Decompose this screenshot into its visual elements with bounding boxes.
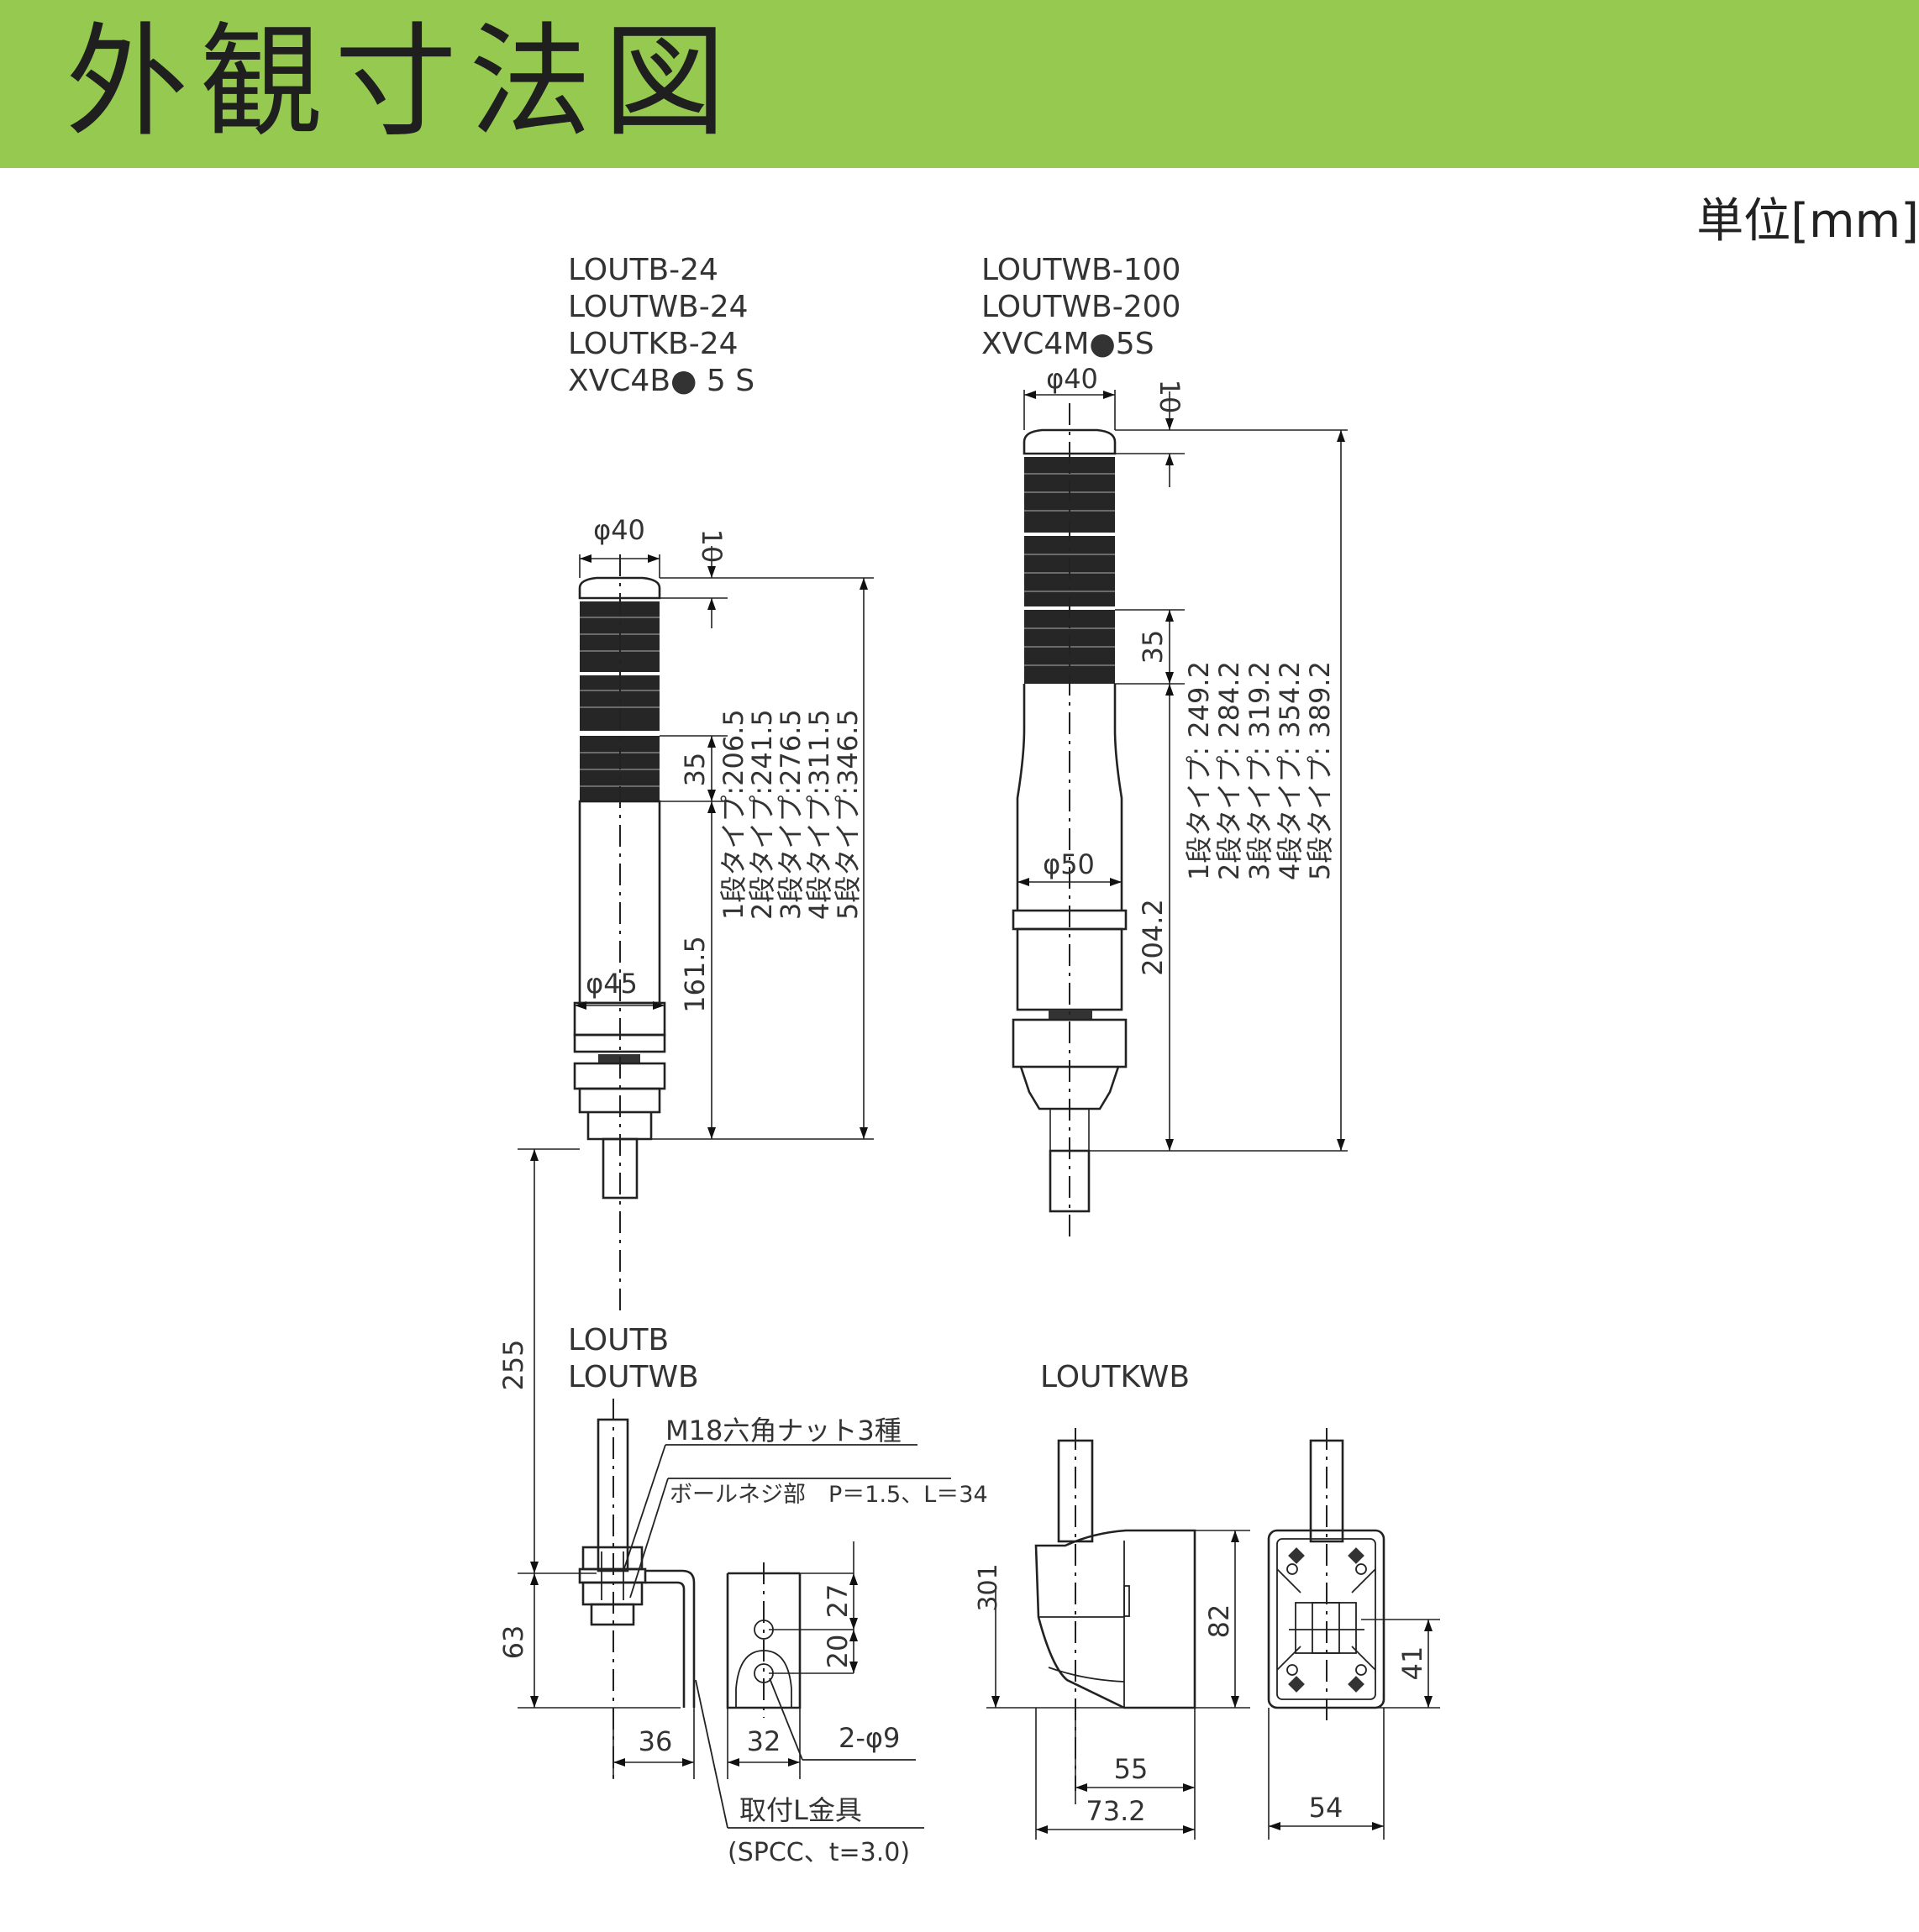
- left-height-3: 3段タイプ:276.5: [775, 709, 807, 920]
- right-dim-body-dia: φ50: [1043, 848, 1095, 880]
- unit-label: 単位[mm]: [1696, 194, 1919, 249]
- left-height-2: 2段タイプ:241.5: [746, 709, 778, 920]
- right-dim-body-h: 204.2: [1137, 899, 1169, 976]
- right-model-2: LOUTWB-200: [981, 290, 1180, 324]
- page-title: 外観寸法図: [66, 11, 738, 154]
- mount-kwb-dim-overall-depth: 73.2: [1086, 1795, 1145, 1827]
- mount-kwb-dim-height: 82: [1203, 1604, 1235, 1639]
- mount-b-dim-pole: 255: [497, 1339, 529, 1390]
- mount-b-dim-holes: 2-φ9: [839, 1722, 900, 1754]
- right-model-3: XVC4M●5S: [981, 327, 1154, 361]
- right-height-2: 2段タイプ: 284.2: [1213, 661, 1245, 880]
- mount-kwb: LOUTKWB 82 301 55 73.2: [974, 1360, 1440, 1840]
- mount-b-dim-width: 32: [747, 1725, 781, 1757]
- left-height-4: 4段タイプ:311.5: [803, 709, 835, 920]
- mount-b-dim-offset: 36: [639, 1725, 673, 1757]
- mount-kwb-dim-depth: 55: [1114, 1753, 1149, 1785]
- left-dim-top-dia: φ40: [593, 514, 645, 546]
- mount-kwb-model: LOUTKWB: [1040, 1360, 1190, 1394]
- left-tower: LOUTB-24 LOUTWB-24 LOUTKB-24 XVC4B● 5 S …: [568, 253, 874, 1315]
- left-model-1: LOUTB-24: [568, 253, 718, 287]
- right-height-3: 3段タイプ: 319.2: [1243, 661, 1275, 880]
- right-model-1: LOUTWB-100: [981, 253, 1180, 287]
- mount-kwb-dim-width: 54: [1309, 1792, 1343, 1824]
- right-height-5: 5段タイプ: 389.2: [1304, 661, 1336, 880]
- left-height-1: 1段タイプ:206.5: [718, 709, 749, 920]
- mount-b-thread-note: ボールネジ部 P＝1.5、L＝34: [670, 1482, 988, 1508]
- mount-b: LOUTB LOUTWB 255 63 M18六角ナット3種 ボールネジ部 P＝…: [497, 1148, 988, 1867]
- left-dim-body-h: 161.5: [679, 936, 711, 1013]
- left-model-3: LOUTKB-24: [568, 327, 739, 361]
- right-dim-tier: 35: [1137, 630, 1169, 664]
- left-dim-body-dia: φ45: [586, 968, 638, 1000]
- mount-kwb-dim-total: 301: [974, 1563, 1003, 1611]
- right-tower: LOUTWB-100 LOUTWB-200 XVC4M●5S φ40 φ50: [981, 253, 1348, 1243]
- mount-b-dim-hole-pitch: 20: [822, 1635, 854, 1669]
- mount-b-dim-bracket-h: 63: [497, 1625, 529, 1660]
- mount-b-model-2: LOUTWB: [568, 1360, 699, 1394]
- title-banner: 外観寸法図: [0, 0, 1919, 168]
- right-dim-cap: 10: [1154, 380, 1186, 414]
- mount-b-bracket-note: 取付L金具: [739, 1794, 862, 1826]
- left-height-5: 5段タイプ:346.5: [832, 709, 864, 920]
- mount-b-dim-hole-top: 27: [822, 1584, 854, 1619]
- left-dim-cap: 10: [696, 529, 728, 564]
- left-model-2: LOUTWB-24: [568, 290, 749, 324]
- left-dim-tier: 35: [679, 753, 711, 787]
- right-height-4: 4段タイプ: 354.2: [1274, 661, 1306, 880]
- mount-b-bracket-spec: (SPCC、t=3.0): [728, 1838, 910, 1867]
- mount-b-model-1: LOUTB: [568, 1323, 669, 1357]
- left-model-4: XVC4B● 5 S: [568, 364, 754, 398]
- right-height-1: 1段タイプ: 249.2: [1183, 661, 1215, 880]
- right-dim-top-dia: φ40: [1046, 363, 1098, 395]
- mount-b-nut-note: M18六角ナット3種: [665, 1415, 902, 1446]
- mount-kwb-dim-hole-pitch: 41: [1396, 1646, 1428, 1681]
